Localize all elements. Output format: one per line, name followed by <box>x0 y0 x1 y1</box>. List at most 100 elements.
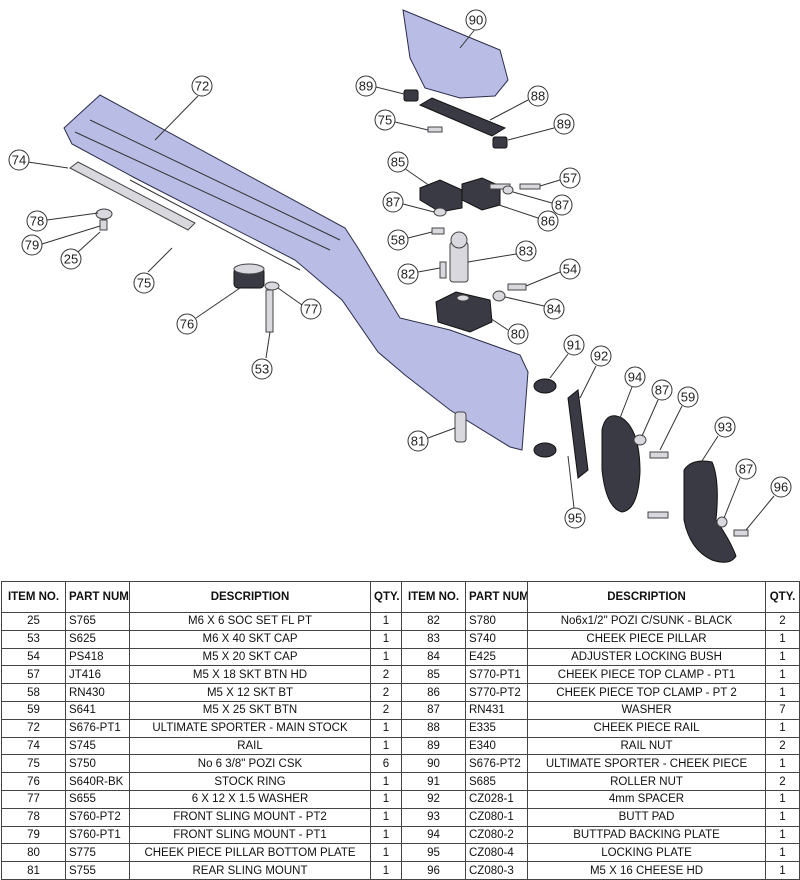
item-no-cell: 72 <box>1 718 66 738</box>
callout-54: 54 <box>525 258 581 287</box>
svg-text:25: 25 <box>64 252 78 267</box>
part-number-cell: JT416 <box>65 665 130 685</box>
callout-87: 87 <box>512 191 573 216</box>
svg-text:89: 89 <box>359 79 373 94</box>
item-no-cell: 78 <box>1 807 66 827</box>
qty-cell: 1 <box>370 843 402 863</box>
callout-93: 93 <box>699 416 736 465</box>
callout-75: 75 <box>133 247 173 294</box>
small-fasteners <box>95 126 749 537</box>
callout-89: 89 <box>507 113 575 141</box>
callout-25: 25 <box>60 231 101 270</box>
part-number-cell: S676-PT2 <box>465 754 528 774</box>
item-no-cell: 57 <box>1 665 66 685</box>
butt-pad-part <box>683 460 737 563</box>
callout-78: 78 <box>26 210 99 232</box>
callout-82: 82 <box>397 263 441 285</box>
description-cell: FRONT SLING MOUNT - PT1 <box>129 825 371 845</box>
svg-text:84: 84 <box>547 302 561 317</box>
part-number-cell: CZ080-3 <box>465 861 528 880</box>
description-cell: No 6 3/8" POZI CSK <box>129 754 371 774</box>
qty-cell: 1 <box>370 718 402 738</box>
pillar-bottom-plate-part <box>435 291 493 333</box>
part-number-cell: CZ080-4 <box>465 843 528 863</box>
item-no-cell: 74 <box>1 736 66 756</box>
svg-text:77: 77 <box>304 302 318 317</box>
item-no-cell: 93 <box>401 807 466 827</box>
part-number-cell: CZ080-1 <box>465 807 528 827</box>
part-number-cell: E340 <box>465 736 528 756</box>
item-no-cell: 84 <box>401 647 466 667</box>
table-header-row: ITEM NO. PART NUMBER DESCRIPTION QTY. IT… <box>1 581 800 613</box>
part-number-cell: S755 <box>65 861 130 880</box>
description-cell: REAR SLING MOUNT <box>129 861 371 880</box>
description-cell: CHEEK PIECE RAIL <box>527 718 766 738</box>
callout-85: 85 <box>387 151 431 187</box>
description-cell: M5 X 20 SKT CAP <box>129 647 371 667</box>
item-no-cell: 81 <box>1 861 66 880</box>
part-number-cell: S760-PT2 <box>65 807 130 827</box>
description-header: DESCRIPTION <box>129 581 371 613</box>
callout-75: 75 <box>374 109 429 131</box>
svg-text:87: 87 <box>739 462 753 477</box>
description-cell: ULTIMATE SPORTER - CHEEK PIECE <box>527 754 766 774</box>
item-no-cell: 94 <box>401 825 466 845</box>
stock-ring-part <box>233 263 265 289</box>
svg-text:75: 75 <box>378 113 392 128</box>
item-no-cell: 95 <box>401 843 466 863</box>
rail-nut-lower-part <box>492 136 508 149</box>
item-no-cell: 96 <box>401 861 466 880</box>
qty-cell: 1 <box>370 772 402 791</box>
callout-87: 87 <box>641 379 673 437</box>
svg-text:95: 95 <box>568 511 582 526</box>
callout-95: 95 <box>564 455 586 529</box>
description-cell: RAIL <box>129 736 371 756</box>
description-cell: 4mm SPACER <box>527 789 766 809</box>
item-no-cell: 90 <box>401 754 466 774</box>
item-no-cell: 53 <box>1 629 66 649</box>
callout-96: 96 <box>745 476 792 531</box>
qty-cell: 1 <box>765 665 800 685</box>
qty-header: QTY. <box>765 581 800 613</box>
roller-nut-upper-part <box>533 378 557 394</box>
part-number-cell: S775 <box>65 843 130 863</box>
callout-87: 87 <box>723 458 757 519</box>
svg-text:96: 96 <box>774 480 788 495</box>
qty-cell: 2 <box>370 683 402 702</box>
qty-cell: 1 <box>765 718 800 738</box>
cheek-piece-pillar-part <box>449 231 469 283</box>
qty-cell: 1 <box>765 754 800 774</box>
description-cell: CHEEK PIECE PILLAR <box>527 629 766 649</box>
item-no-cell: 91 <box>401 772 466 791</box>
svg-text:78: 78 <box>30 214 44 229</box>
qty-cell: 1 <box>370 825 402 845</box>
top-clamp-pt1-part <box>419 179 463 213</box>
item-no-cell: 86 <box>401 683 466 702</box>
callout-89: 89 <box>355 75 405 97</box>
qty-cell: 6 <box>370 754 402 774</box>
item-no-cell: 77 <box>1 789 66 809</box>
part-number-cell: S770-PT1 <box>465 665 528 685</box>
part-number-cell: S750 <box>65 754 130 774</box>
item-no-cell: 88 <box>401 718 466 738</box>
part-number-cell: S641 <box>65 700 130 720</box>
description-cell: No6x1/2" POZI C/SUNK - BLACK <box>527 612 766 631</box>
qty-cell: 1 <box>765 629 800 649</box>
callout-74: 74 <box>8 149 69 171</box>
svg-text:75: 75 <box>137 276 151 291</box>
item-no-header: ITEM NO. <box>401 581 466 613</box>
svg-text:81: 81 <box>411 434 425 449</box>
callout-72: 72 <box>154 75 213 141</box>
callout-90: 90 <box>459 9 487 49</box>
cheek-piece-rail-part <box>418 97 507 137</box>
part-number-header: PART NUMBER <box>65 581 130 613</box>
qty-cell: 1 <box>370 647 402 667</box>
part-number-cell: CZ028-1 <box>465 789 528 809</box>
